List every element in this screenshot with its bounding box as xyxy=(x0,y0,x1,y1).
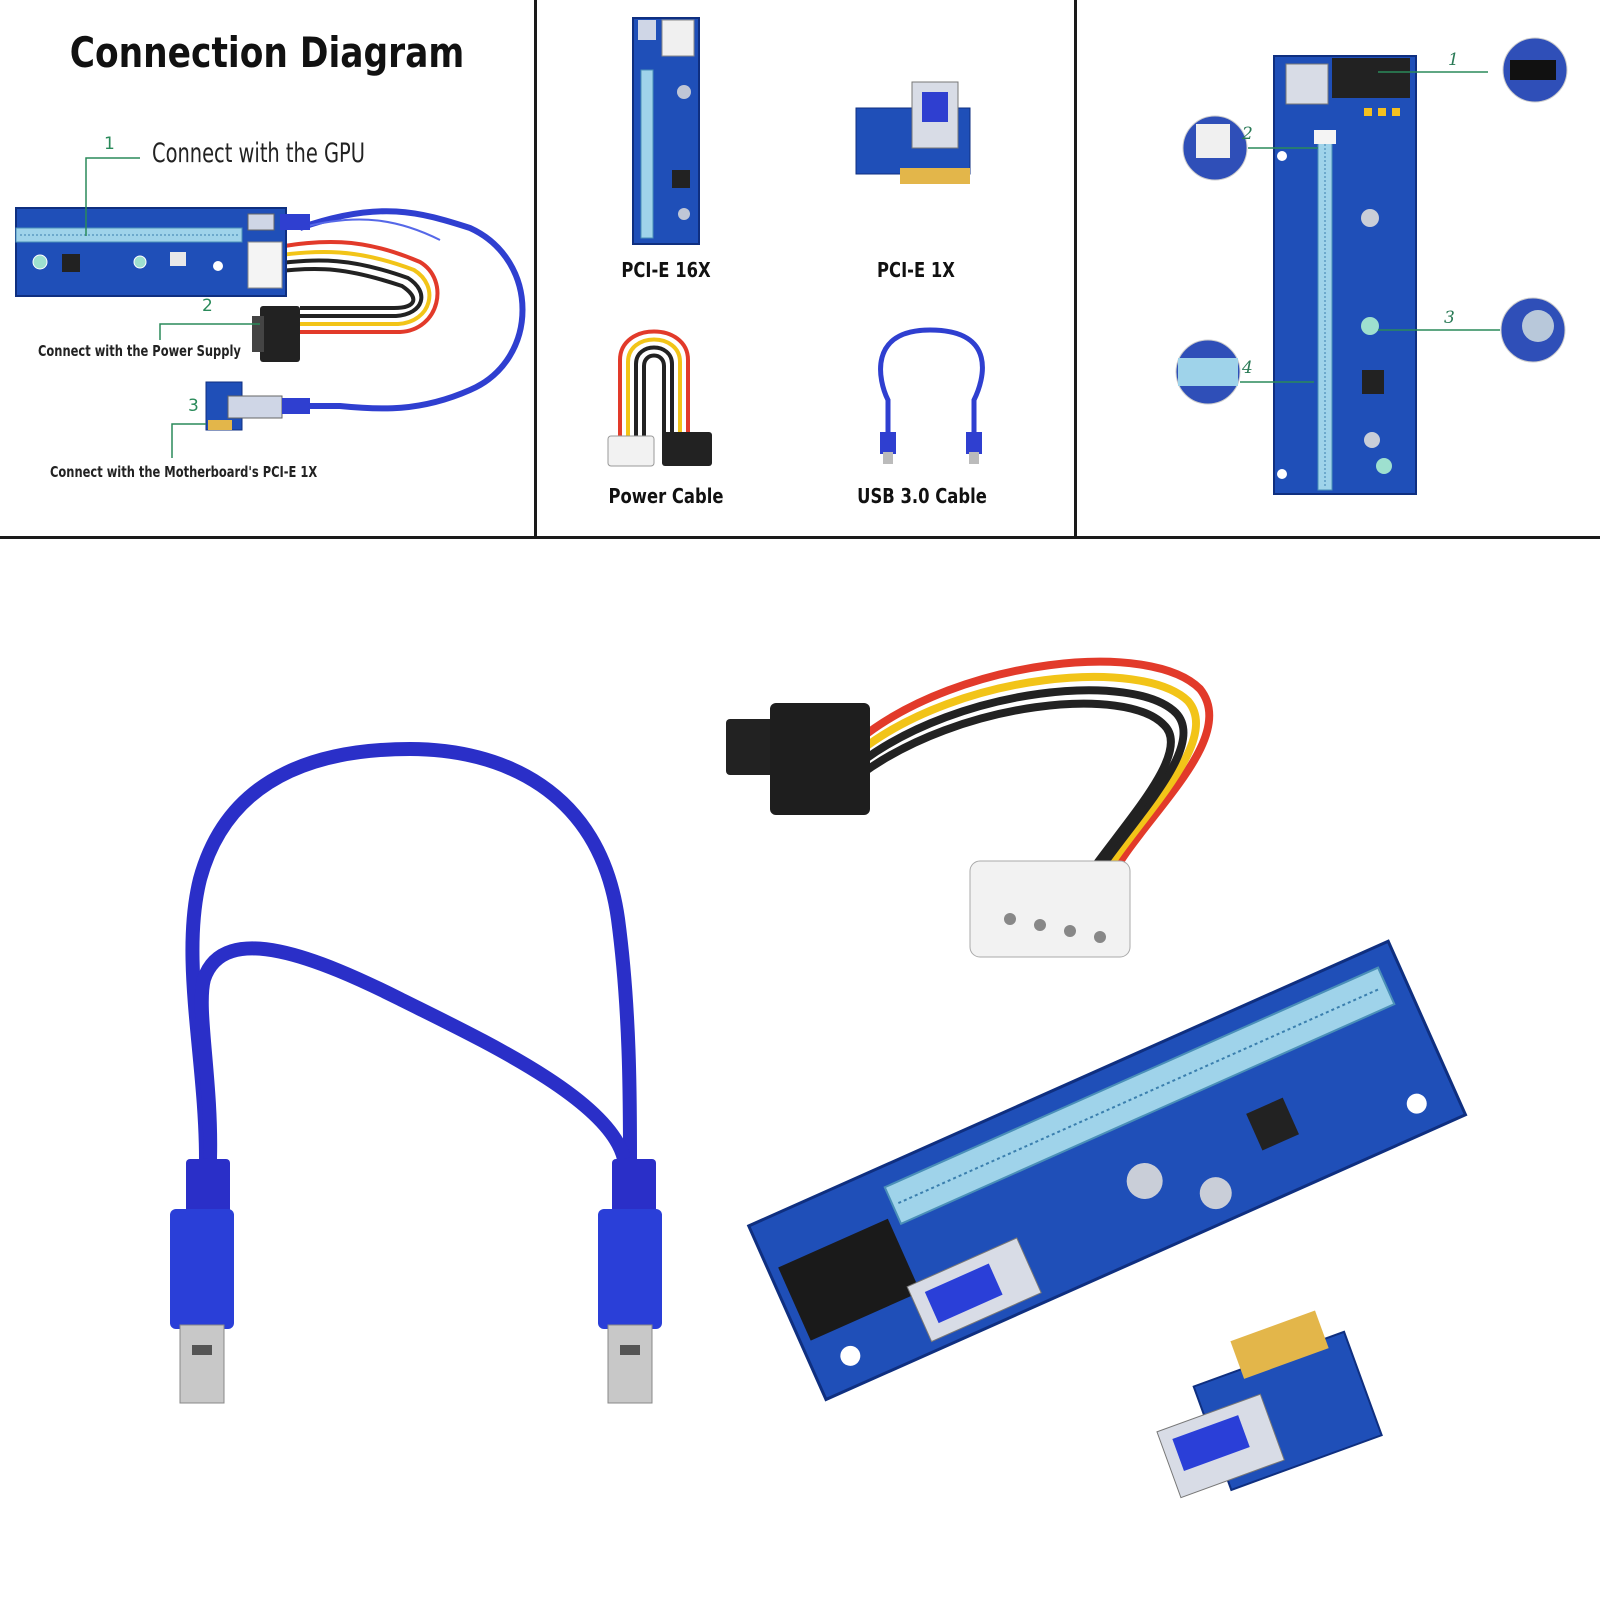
part-label-usb-cable: USB 3.0 Cable xyxy=(857,484,987,508)
riser-setup-illustration xyxy=(15,157,526,458)
step-label-power-supply: Connect with the Power Supply xyxy=(38,342,241,360)
power-cable-photo xyxy=(726,657,1214,958)
product-photo-section xyxy=(0,539,1600,1600)
step-number: 2 xyxy=(202,296,213,316)
parts-panel: PCI-E 16X PCI-E 1X Power Cable USB 3.0 C… xyxy=(538,0,1074,536)
callout-number: 3 xyxy=(1444,308,1455,328)
connection-diagram-panel: Connection Diagram 1 Connect xyxy=(0,0,534,536)
usb-cable-image xyxy=(878,327,985,464)
pcie-1x-card-photo xyxy=(1156,1310,1383,1499)
power-cable-image xyxy=(607,329,712,467)
riser-board-detail-image xyxy=(1175,37,1568,495)
step-number: 1 xyxy=(104,134,115,154)
step-label-gpu: Connect with the GPU xyxy=(152,138,365,169)
board-detail-panel: 1 2 3 4 xyxy=(1078,0,1600,536)
pcie-1x-board-image xyxy=(855,81,971,184)
section-divider xyxy=(0,536,1600,539)
callout-number: 4 xyxy=(1242,358,1253,378)
callout-number: 2 xyxy=(1242,124,1253,144)
pcie-16x-board-image xyxy=(632,17,700,245)
step-label-motherboard: Connect with the Motherboard's PCI-E 1X xyxy=(50,463,318,481)
step-number: 3 xyxy=(188,396,199,416)
diagram-title: Connection Diagram xyxy=(69,28,465,77)
part-label-pcie-16x: PCI-E 16X xyxy=(621,258,711,282)
part-label-pcie-1x: PCI-E 1X xyxy=(877,258,955,282)
product-kit-illustration xyxy=(170,657,1468,1499)
riser-board-photo xyxy=(746,939,1468,1402)
callout-number: 1 xyxy=(1448,50,1459,70)
panel-divider xyxy=(1074,0,1077,538)
panel-divider xyxy=(534,0,537,538)
parts-illustration xyxy=(607,17,985,467)
part-label-power-cable: Power Cable xyxy=(608,484,724,508)
usb-cable-photo xyxy=(170,741,662,1404)
